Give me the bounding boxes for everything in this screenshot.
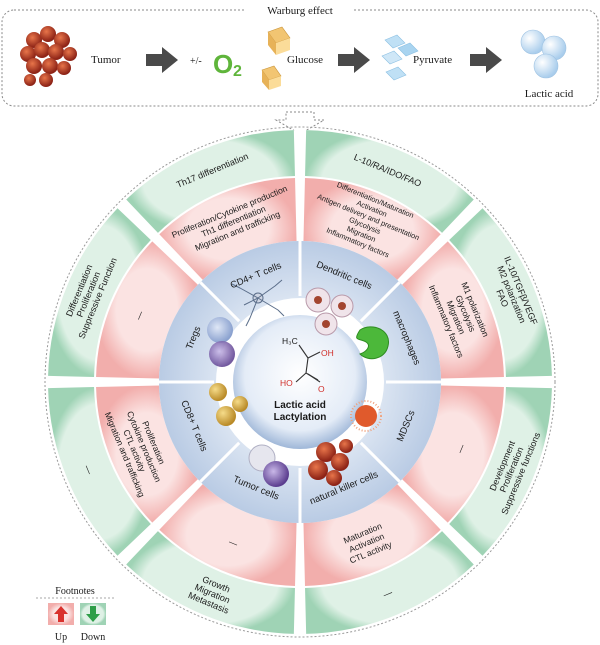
- spoke: [199, 281, 241, 323]
- down-arrow-icon: [86, 606, 100, 622]
- tumor-icon: [20, 26, 77, 87]
- wheel-sectors: [48, 130, 552, 634]
- nk-cell-icon: [350, 400, 382, 432]
- molecule-ch3: H₃C: [282, 336, 298, 346]
- lactate-wheel: H₃C OH HO O Lactic acid Lactylation: [44, 126, 556, 638]
- oxygen-prefix: +/-: [190, 56, 202, 67]
- treg-icon: [209, 383, 248, 426]
- up-effect-tregs: —: [133, 309, 146, 321]
- pyruvate-label: Pyruvate: [413, 54, 452, 66]
- up-arrow-icon: [54, 606, 68, 622]
- center-label-1: Lactic acid: [274, 400, 326, 411]
- warburg-title: Warburg effect: [267, 5, 333, 17]
- glucose-label: Glucose: [287, 54, 323, 66]
- down-effect-nk: —: [382, 587, 394, 600]
- down-sector-cd8: [48, 387, 151, 556]
- up-sector-macrophages: [402, 241, 504, 379]
- molecule-o: O: [318, 384, 325, 394]
- down-sector-nk: [305, 531, 474, 634]
- up-sector-tregs: [96, 241, 198, 379]
- down-sector-tumor: [126, 531, 295, 634]
- down-sector-mdscs: [449, 387, 552, 556]
- wheel-outline: [44, 126, 556, 638]
- svg-text:O: O: [213, 49, 233, 79]
- arrow-icon: [338, 47, 370, 73]
- macrophage-icon: [305, 287, 354, 336]
- down-sector-dendritic: [305, 130, 474, 233]
- spoke: [199, 441, 241, 483]
- down-effect-cd8-line: —: [82, 464, 95, 476]
- up-effect-mdscs-line: —: [454, 442, 467, 454]
- up-sector-cd8: [96, 385, 198, 523]
- flow-arrow-icon: [274, 111, 326, 135]
- cd8-t-cell-icon: [248, 444, 289, 487]
- wheel-spokes: [159, 241, 441, 523]
- up-label: Up: [55, 632, 67, 643]
- molecule-oh: OH: [321, 348, 334, 358]
- lactic-acid-label: Lactic acid: [525, 88, 574, 100]
- up-sector-mdscs: [402, 385, 504, 523]
- footnotes-legend: Footnotes Up Down: [36, 586, 114, 643]
- down-label: Down: [81, 632, 105, 643]
- down-sector-macrophages: [449, 208, 552, 377]
- down-effect-nk-line: —: [382, 587, 394, 600]
- up-sector-cd4: [159, 178, 297, 280]
- up-effect-tumor: —: [228, 536, 240, 549]
- footnotes-title: Footnotes: [55, 586, 95, 597]
- arrow-icon: [146, 47, 178, 73]
- center-disc: [233, 315, 367, 449]
- spoke: [359, 441, 401, 483]
- up-effect-tregs-line: —: [133, 309, 146, 321]
- title-bg: [246, 1, 354, 19]
- mdsc-icon: [356, 326, 389, 360]
- down-effect-cd8: —: [82, 464, 95, 476]
- spoke: [359, 281, 401, 323]
- oxygen-symbol: O 2: [213, 49, 242, 80]
- glucose-icon: [261, 26, 291, 90]
- dendritic-cell-icon: [231, 279, 285, 327]
- molecule-ho: HO: [280, 378, 293, 388]
- cd4-t-cell-icon: [207, 317, 235, 367]
- up-effect-mdscs: —: [454, 442, 467, 454]
- tumor-cell-icon: [308, 439, 353, 486]
- down-sector-cd4: [126, 130, 295, 233]
- svg-text:2: 2: [233, 63, 242, 80]
- center-label-2: Lactylation: [274, 412, 327, 423]
- warburg-panel: Warburg effect Tumor +/- O 2: [1, 1, 599, 107]
- tumor-label: Tumor: [91, 54, 121, 66]
- up-sector-tumor: [159, 484, 297, 586]
- down-sector-tregs: [48, 208, 151, 377]
- pyruvate-icon: [381, 34, 419, 81]
- up-sector-dendritic: [303, 178, 441, 280]
- up-effect-tumor-line: —: [228, 536, 240, 549]
- up-sector-nk: [303, 484, 441, 586]
- lactic-acid-molecule: [295, 344, 321, 383]
- arrow-icon: [470, 47, 502, 73]
- lactic-acid-icon: [520, 29, 567, 79]
